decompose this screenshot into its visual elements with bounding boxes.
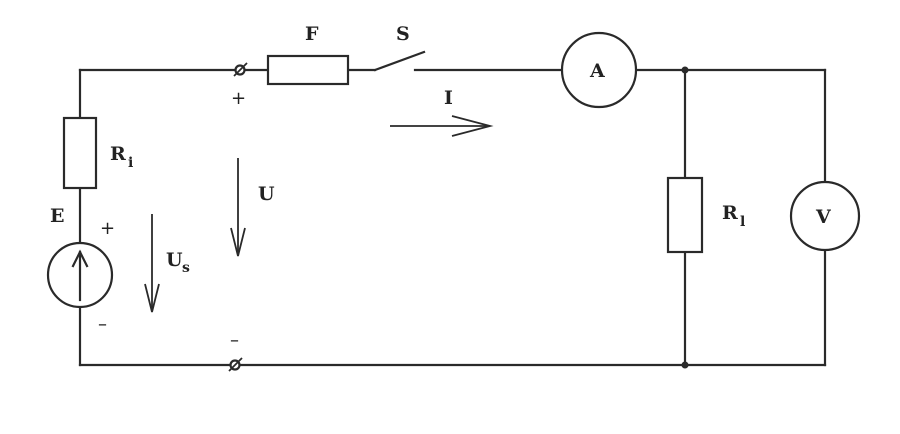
terminal-top (233, 62, 248, 77)
terminal-plus-sign: + (231, 88, 246, 109)
terminal-minus-sign: – (230, 330, 239, 351)
source-voltage-arrow (144, 214, 160, 313)
current-label: I (444, 87, 453, 109)
voltage-source (46, 241, 114, 309)
voltmeter (789, 180, 861, 252)
terminal-voltage-label: U (258, 183, 275, 205)
source-minus-sign: – (98, 314, 107, 335)
source-plus-sign: + (100, 218, 115, 239)
source-voltage-subscript: s (182, 260, 190, 276)
junction-dot-top (681, 66, 689, 74)
voltmeter-label: V (815, 206, 832, 228)
fuse-label: F (305, 23, 319, 45)
fuse (266, 54, 350, 86)
ammeter-label: A (589, 60, 605, 82)
load-resistor (666, 176, 704, 254)
switch-label: S (396, 23, 410, 45)
internal-resistor-subscript: i (128, 155, 133, 171)
source-voltage-label: U (166, 249, 183, 271)
source-label: E (50, 205, 64, 227)
load-resistor-label: R (722, 202, 738, 224)
wires (78, 68, 827, 367)
internal-resistor-label: R (110, 143, 126, 165)
switch-lever (373, 50, 426, 72)
load-resistor-subscript: l (740, 214, 745, 230)
current-arrow (390, 115, 494, 137)
ammeter (560, 31, 638, 109)
terminal-bottom (228, 357, 243, 372)
junction-dot-bottom (681, 361, 689, 369)
internal-resistor (62, 116, 98, 190)
terminal-voltage-arrow (230, 158, 246, 257)
